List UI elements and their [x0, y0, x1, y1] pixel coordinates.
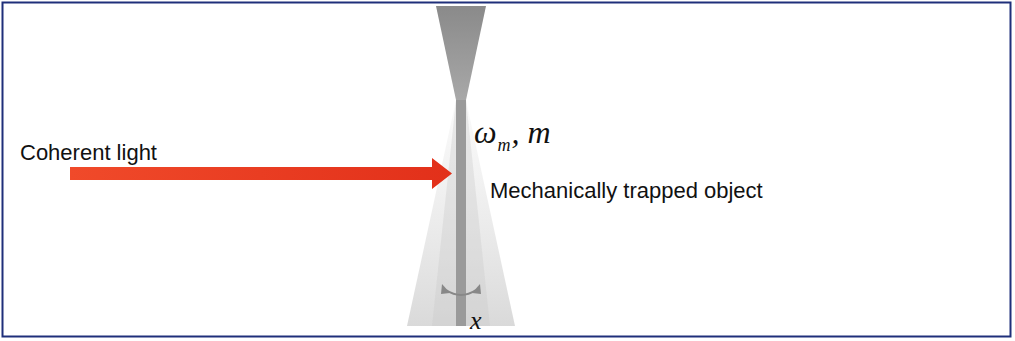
motion-arrow [446, 290, 476, 295]
frequency-symbol: ω [474, 116, 497, 148]
motion-blur [407, 100, 515, 326]
light-label: Coherent light [20, 142, 157, 164]
clamp [436, 6, 486, 100]
frame [3, 3, 1011, 337]
arrowhead [441, 284, 450, 294]
arrowhead [472, 284, 481, 294]
mass-symbol: , m [512, 116, 551, 148]
cantilever [456, 100, 466, 326]
subscript: m [498, 136, 511, 154]
object-label: Mechanically trapped object [490, 180, 763, 202]
coordinate-symbol: x [470, 308, 482, 334]
